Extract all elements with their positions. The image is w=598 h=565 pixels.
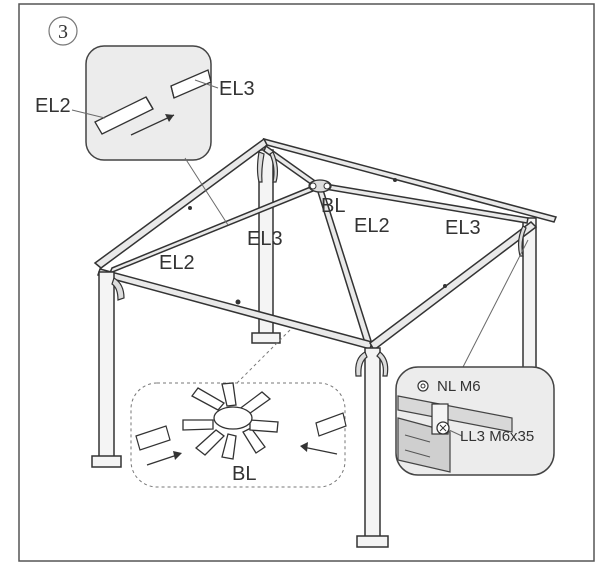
bracket-back-left — [256, 151, 265, 183]
hardware-dot — [188, 206, 192, 210]
bracket-back-left-2 — [269, 151, 279, 183]
rail-back-right — [262, 137, 558, 223]
center-hub — [308, 179, 332, 193]
detail-el2-el3 — [71, 45, 219, 161]
bracket-front-left — [111, 277, 125, 301]
label-bolt: LL3 M6x35 — [460, 428, 534, 445]
hardware-dot — [235, 299, 241, 305]
label-el3-right: EL3 — [445, 217, 481, 239]
leader-detail-to-joint — [184, 157, 229, 226]
detail-bolt — [395, 239, 555, 476]
label-el2-center: EL2 — [354, 215, 390, 237]
diagram-frame — [18, 3, 595, 562]
rail-front-right — [369, 221, 538, 352]
label-nut: NL M6 — [437, 378, 481, 395]
step-badge: 3 — [48, 16, 78, 46]
detail-bl-hub — [130, 329, 347, 488]
label-el3-detail: EL3 — [219, 78, 255, 100]
bracket-front-right — [355, 351, 368, 377]
label-bl-top: BL — [321, 195, 345, 217]
post-front-right — [356, 347, 389, 548]
bracket-front-right-2 — [376, 351, 389, 377]
gazebo-frame — [91, 137, 558, 548]
bracket-back-right — [517, 225, 527, 257]
label-el2-left: EL2 — [159, 252, 195, 274]
label-bl-bottom: BL — [232, 463, 256, 485]
post-front-left — [91, 271, 122, 468]
label-el2-detail: EL2 — [35, 95, 71, 117]
label-el3-center: EL3 — [247, 228, 283, 250]
rail-front-left — [97, 268, 373, 350]
step-number: 3 — [58, 21, 68, 43]
hardware-dot — [443, 284, 447, 288]
hardware-dot — [393, 178, 397, 182]
